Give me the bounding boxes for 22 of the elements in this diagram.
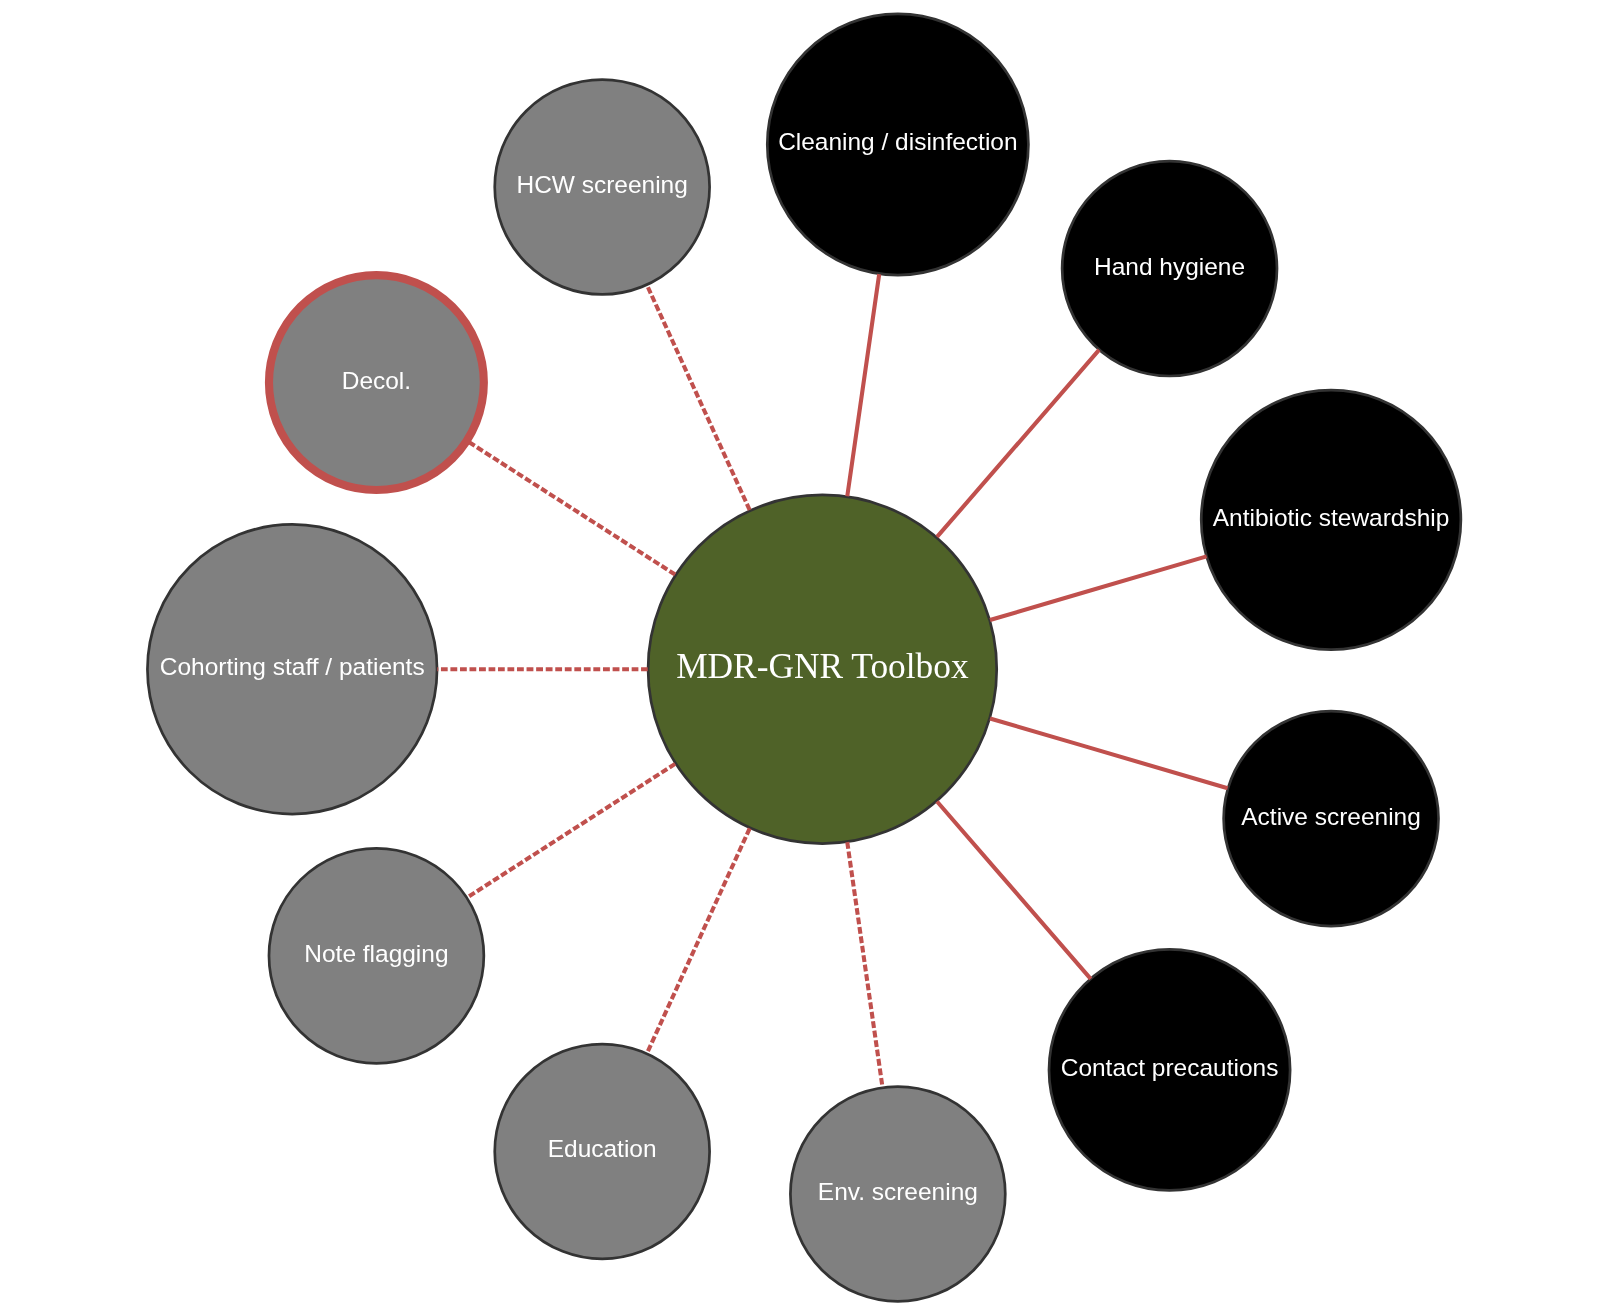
node-circle: Cleaning / disinfection [765,12,1030,277]
node-circle: Note flagging [267,847,486,1065]
connector [845,273,882,497]
node-circle: Contact precautions [1047,948,1292,1192]
connector [989,716,1229,791]
connector [465,762,677,900]
connector [935,348,1101,539]
connector [437,667,648,672]
connector [845,841,885,1088]
node-circle: MDR-GNR Toolbox [646,493,999,845]
node-circle: HCW screening [493,78,711,296]
node-circle: Cohorting staff / patients [146,523,439,816]
node-circle: Education [493,1042,711,1261]
connector [645,284,752,511]
connector [935,800,1093,981]
node-circle: Decol. [264,271,488,495]
node-circle: Active screening [1222,709,1440,928]
node-circle: Antibiotic stewardship [1199,388,1463,652]
connector [645,827,752,1055]
node-circle: Env. screening [789,1085,1007,1303]
connector [989,554,1208,622]
node-circle: Hand hygiene [1060,159,1279,378]
